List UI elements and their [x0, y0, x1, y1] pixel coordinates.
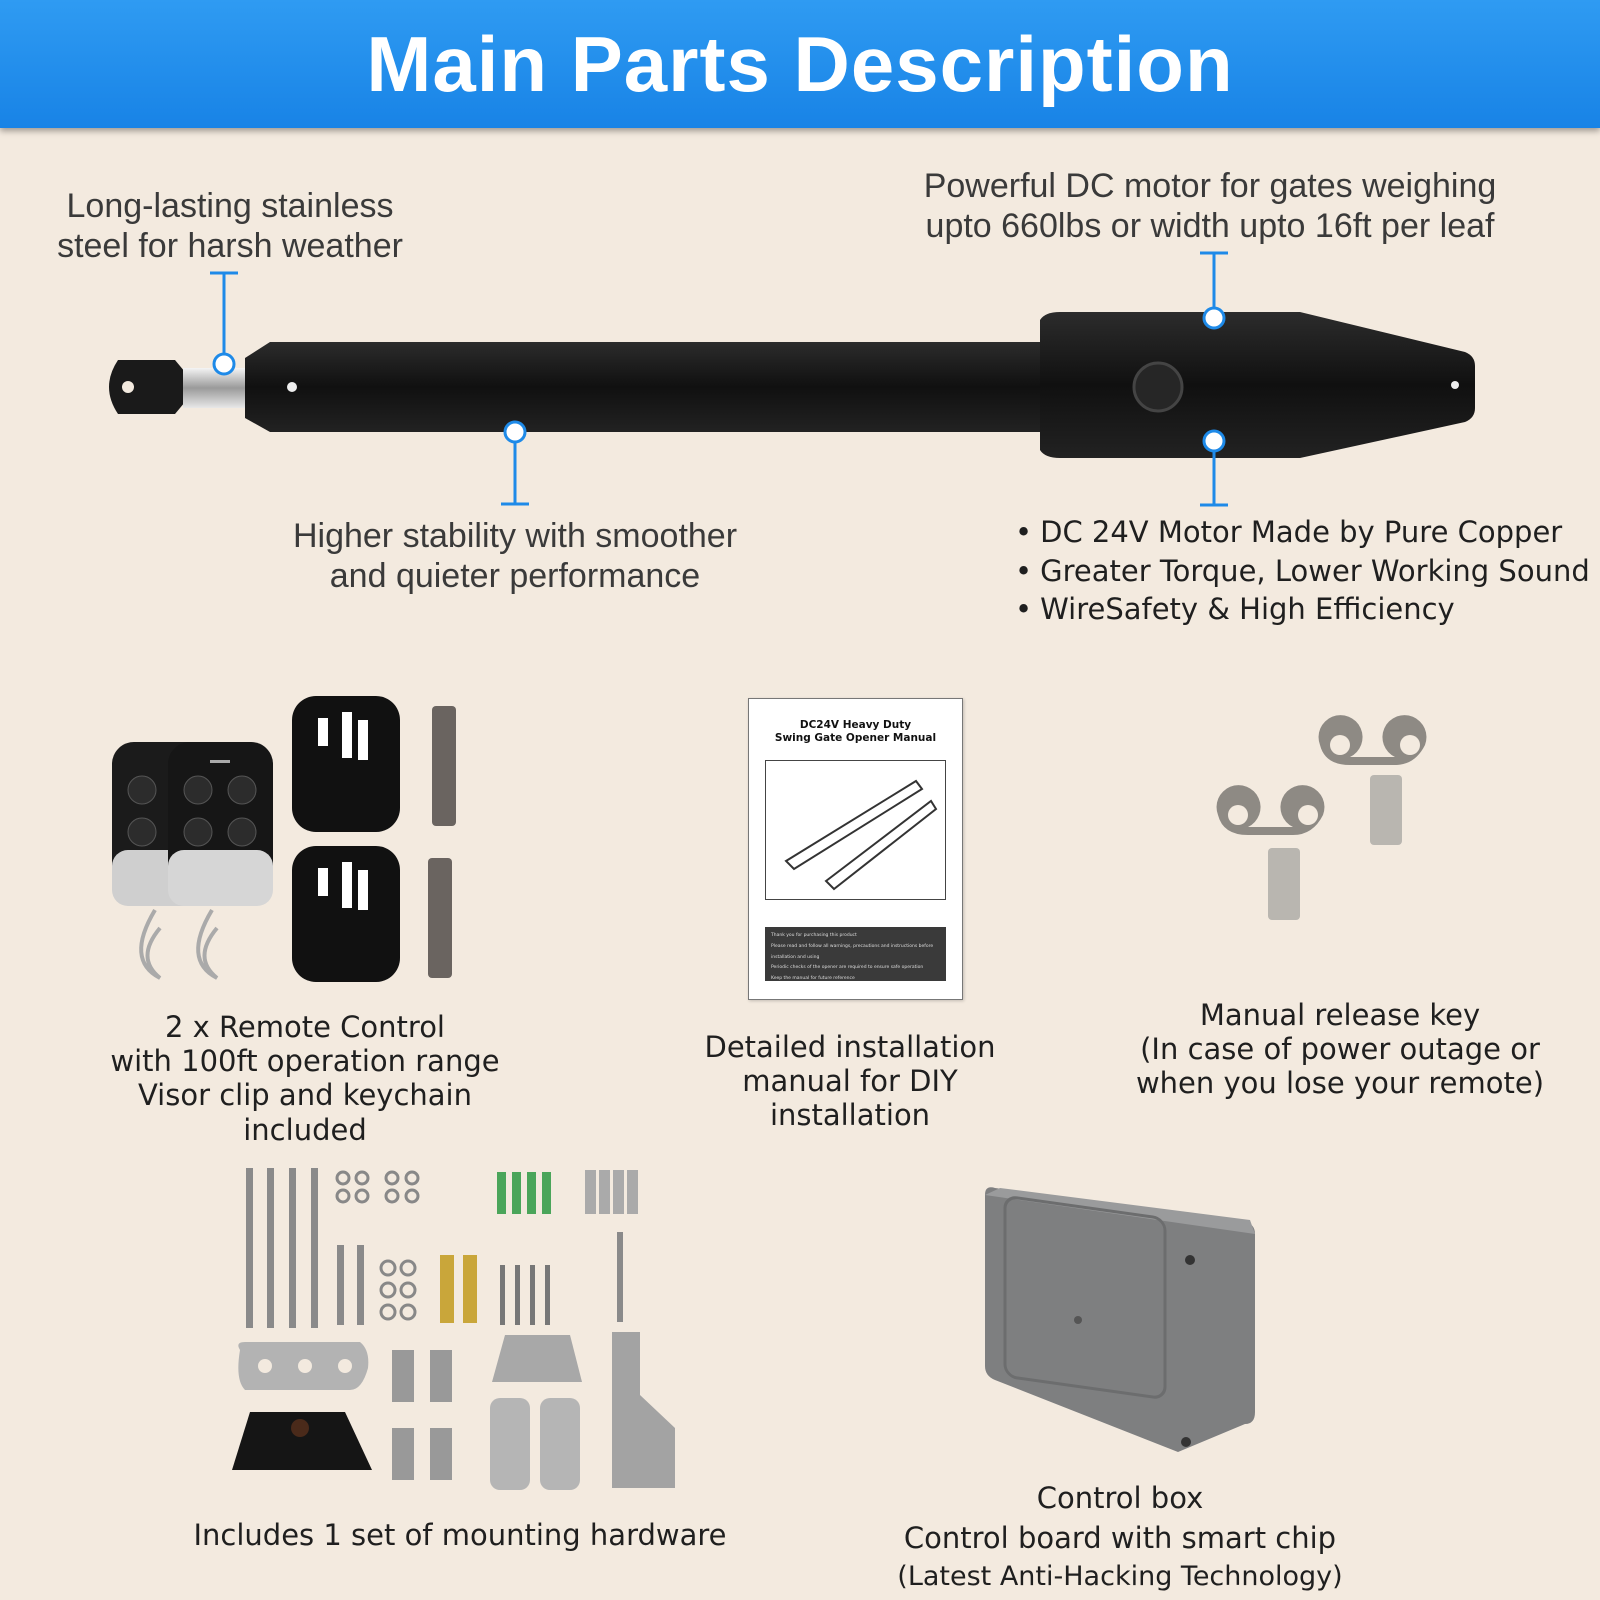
manual-caption-line2: manual for DIY installation: [742, 1064, 958, 1133]
remote-control-image: [112, 742, 217, 980]
gate-actuator-illustration: [109, 251, 1475, 507]
manual-cover-illustration: [765, 760, 946, 900]
stability-callout: Higher stability with smoother and quiet…: [255, 516, 775, 596]
release-key-caption: Manual release key (In case of power out…: [1120, 998, 1560, 1101]
page-title: Main Parts Description: [366, 19, 1234, 108]
manual-note: Thank you for purchasing this product: [771, 933, 857, 938]
manual-caption: Detailed installation manual for DIY ins…: [660, 1030, 1040, 1133]
release-key-caption-line1: Manual release key: [1199, 998, 1481, 1032]
control-box-caption-line1: Control box: [1036, 1481, 1204, 1515]
steel-callout-line1: Long-lasting stainless: [66, 187, 394, 225]
control-box-caption-line2: Control board with smart chip: [903, 1521, 1337, 1556]
manual-cover-title-line2: Swing Gate Opener Manual: [774, 732, 937, 745]
manual-cover-title: DC24V Heavy Duty Swing Gate Opener Manua…: [749, 719, 962, 745]
control-box-caption: Control box Control board with smart chi…: [880, 1478, 1360, 1595]
remote-caption-line1: 2 x Remote Control: [165, 1010, 445, 1044]
manual-note: Keep the manual for future reference: [771, 976, 855, 982]
motor-callout: Powerful DC motor for gates weighing upt…: [890, 166, 1530, 246]
release-key-image: [1318, 715, 1427, 845]
hardware-caption: Includes 1 set of mounting hardware: [193, 1518, 727, 1552]
motor-feature-item: WireSafety & High Efficiency: [1015, 592, 1590, 631]
stability-callout-line2: and quieter performance: [329, 557, 701, 596]
header-banner: Main Parts Description: [0, 0, 1600, 128]
release-key-caption-line2: (In case of power outage or: [1140, 1032, 1540, 1067]
motor-feature-item: Greater Torque, Lower Working Sound: [1015, 554, 1590, 593]
manual-caption-line1: Detailed installation: [704, 1030, 996, 1064]
motor-callout-line1: Powerful DC motor for gates weighing: [923, 167, 1497, 205]
remote-caption-line2: with 100ft operation range: [110, 1044, 500, 1079]
manual-note: Periodic checks of the opener are requir…: [771, 965, 924, 971]
manual-note: Please read and follow all warnings, pre…: [771, 943, 934, 960]
control-box-caption-line3: (Latest Anti-Hacking Technology): [897, 1561, 1343, 1593]
steel-callout: Long-lasting stainless steel for harsh w…: [40, 186, 420, 266]
manual-cover-title-line1: DC24V Heavy Duty: [799, 719, 912, 731]
manual-notes-box: Thank you for purchasing this product Pl…: [765, 927, 946, 981]
remote-control-image: [168, 742, 273, 980]
motor-features-list: DC 24V Motor Made by Pure Copper Greater…: [1015, 515, 1590, 631]
remote-caption: 2 x Remote Control with 100ft operation …: [80, 1010, 530, 1147]
visor-clip-image: [292, 696, 456, 982]
release-key-image: [1216, 785, 1325, 920]
remote-caption-line3: Visor clip and keychain included: [137, 1078, 472, 1147]
release-key-caption-line3: when you lose your remote): [1135, 1066, 1545, 1101]
motor-feature-item: DC 24V Motor Made by Pure Copper: [1015, 515, 1590, 554]
steel-callout-line2: steel for harsh weather: [57, 227, 403, 266]
motor-callout-line2: upto 660lbs or width upto 16ft per leaf: [925, 207, 1495, 246]
stability-callout-line1: Higher stability with smoother: [292, 517, 738, 555]
installation-manual-image: DC24V Heavy Duty Swing Gate Opener Manua…: [748, 698, 963, 1000]
